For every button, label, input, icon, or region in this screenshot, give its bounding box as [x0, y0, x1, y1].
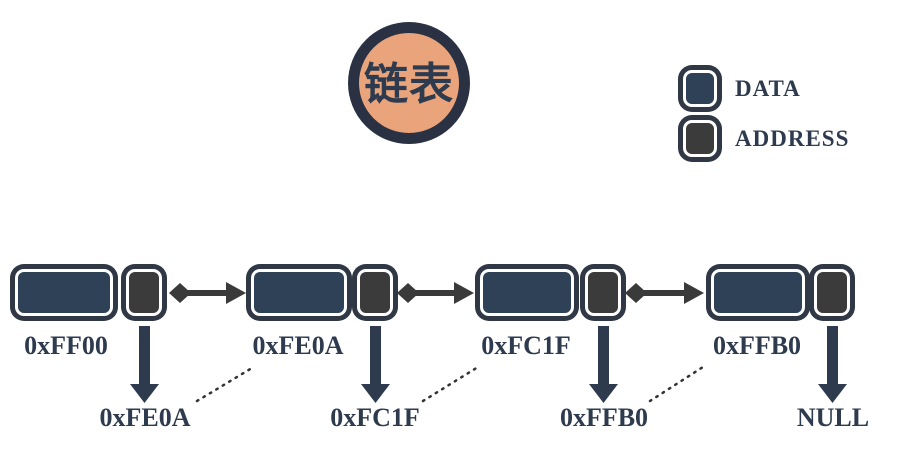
legend-data-label: DATA [735, 75, 801, 101]
node-4-address-box [814, 269, 850, 316]
address-swatch-icon [683, 120, 717, 157]
node-3-pointer-value: 0xFFB0 [559, 403, 649, 432]
node-1-address-box [126, 269, 162, 316]
linked-list-badge: 链表 [348, 22, 470, 144]
reference-dotted-line-1 [195, 366, 254, 403]
address-value-arrow-2 [361, 326, 390, 403]
node-2-pointer-value: 0xFC1F [330, 403, 420, 432]
node-1-address-label: 0xFF00 [24, 331, 108, 360]
node-4-pointer-value: NULL [796, 403, 870, 432]
node-4-data-box [711, 269, 805, 316]
node-1-pointer-value: 0xFE0A [99, 403, 191, 432]
legend: DATA ADDRESS [678, 70, 849, 157]
address-value-arrow-1 [130, 326, 159, 403]
legend-address-label: ADDRESS [735, 125, 850, 151]
node-1-data-box [15, 269, 113, 316]
node-4-address-label: 0xFFB0 [712, 331, 802, 360]
node-2-data-box [251, 269, 347, 316]
data-swatch-icon [683, 70, 717, 107]
next-pointer-arrow-2 [397, 282, 474, 304]
reference-dotted-line-2 [421, 365, 480, 403]
reference-dotted-line-3 [648, 365, 705, 403]
node-3-address-box [585, 269, 621, 316]
node-3-address-label: 0xFC1F [481, 331, 571, 360]
node-2-address-box [357, 269, 393, 316]
address-value-arrow-3 [589, 326, 618, 403]
badge-label: 链表 [364, 60, 454, 109]
node-3-data-box [480, 269, 574, 316]
legend-item-data: DATA [678, 70, 849, 107]
next-pointer-arrow-1 [169, 282, 246, 304]
address-value-arrow-4 [818, 326, 847, 403]
node-2-address-label: 0xFE0A [252, 331, 344, 360]
legend-item-address: ADDRESS [678, 120, 849, 157]
next-pointer-arrow-3 [625, 282, 704, 304]
